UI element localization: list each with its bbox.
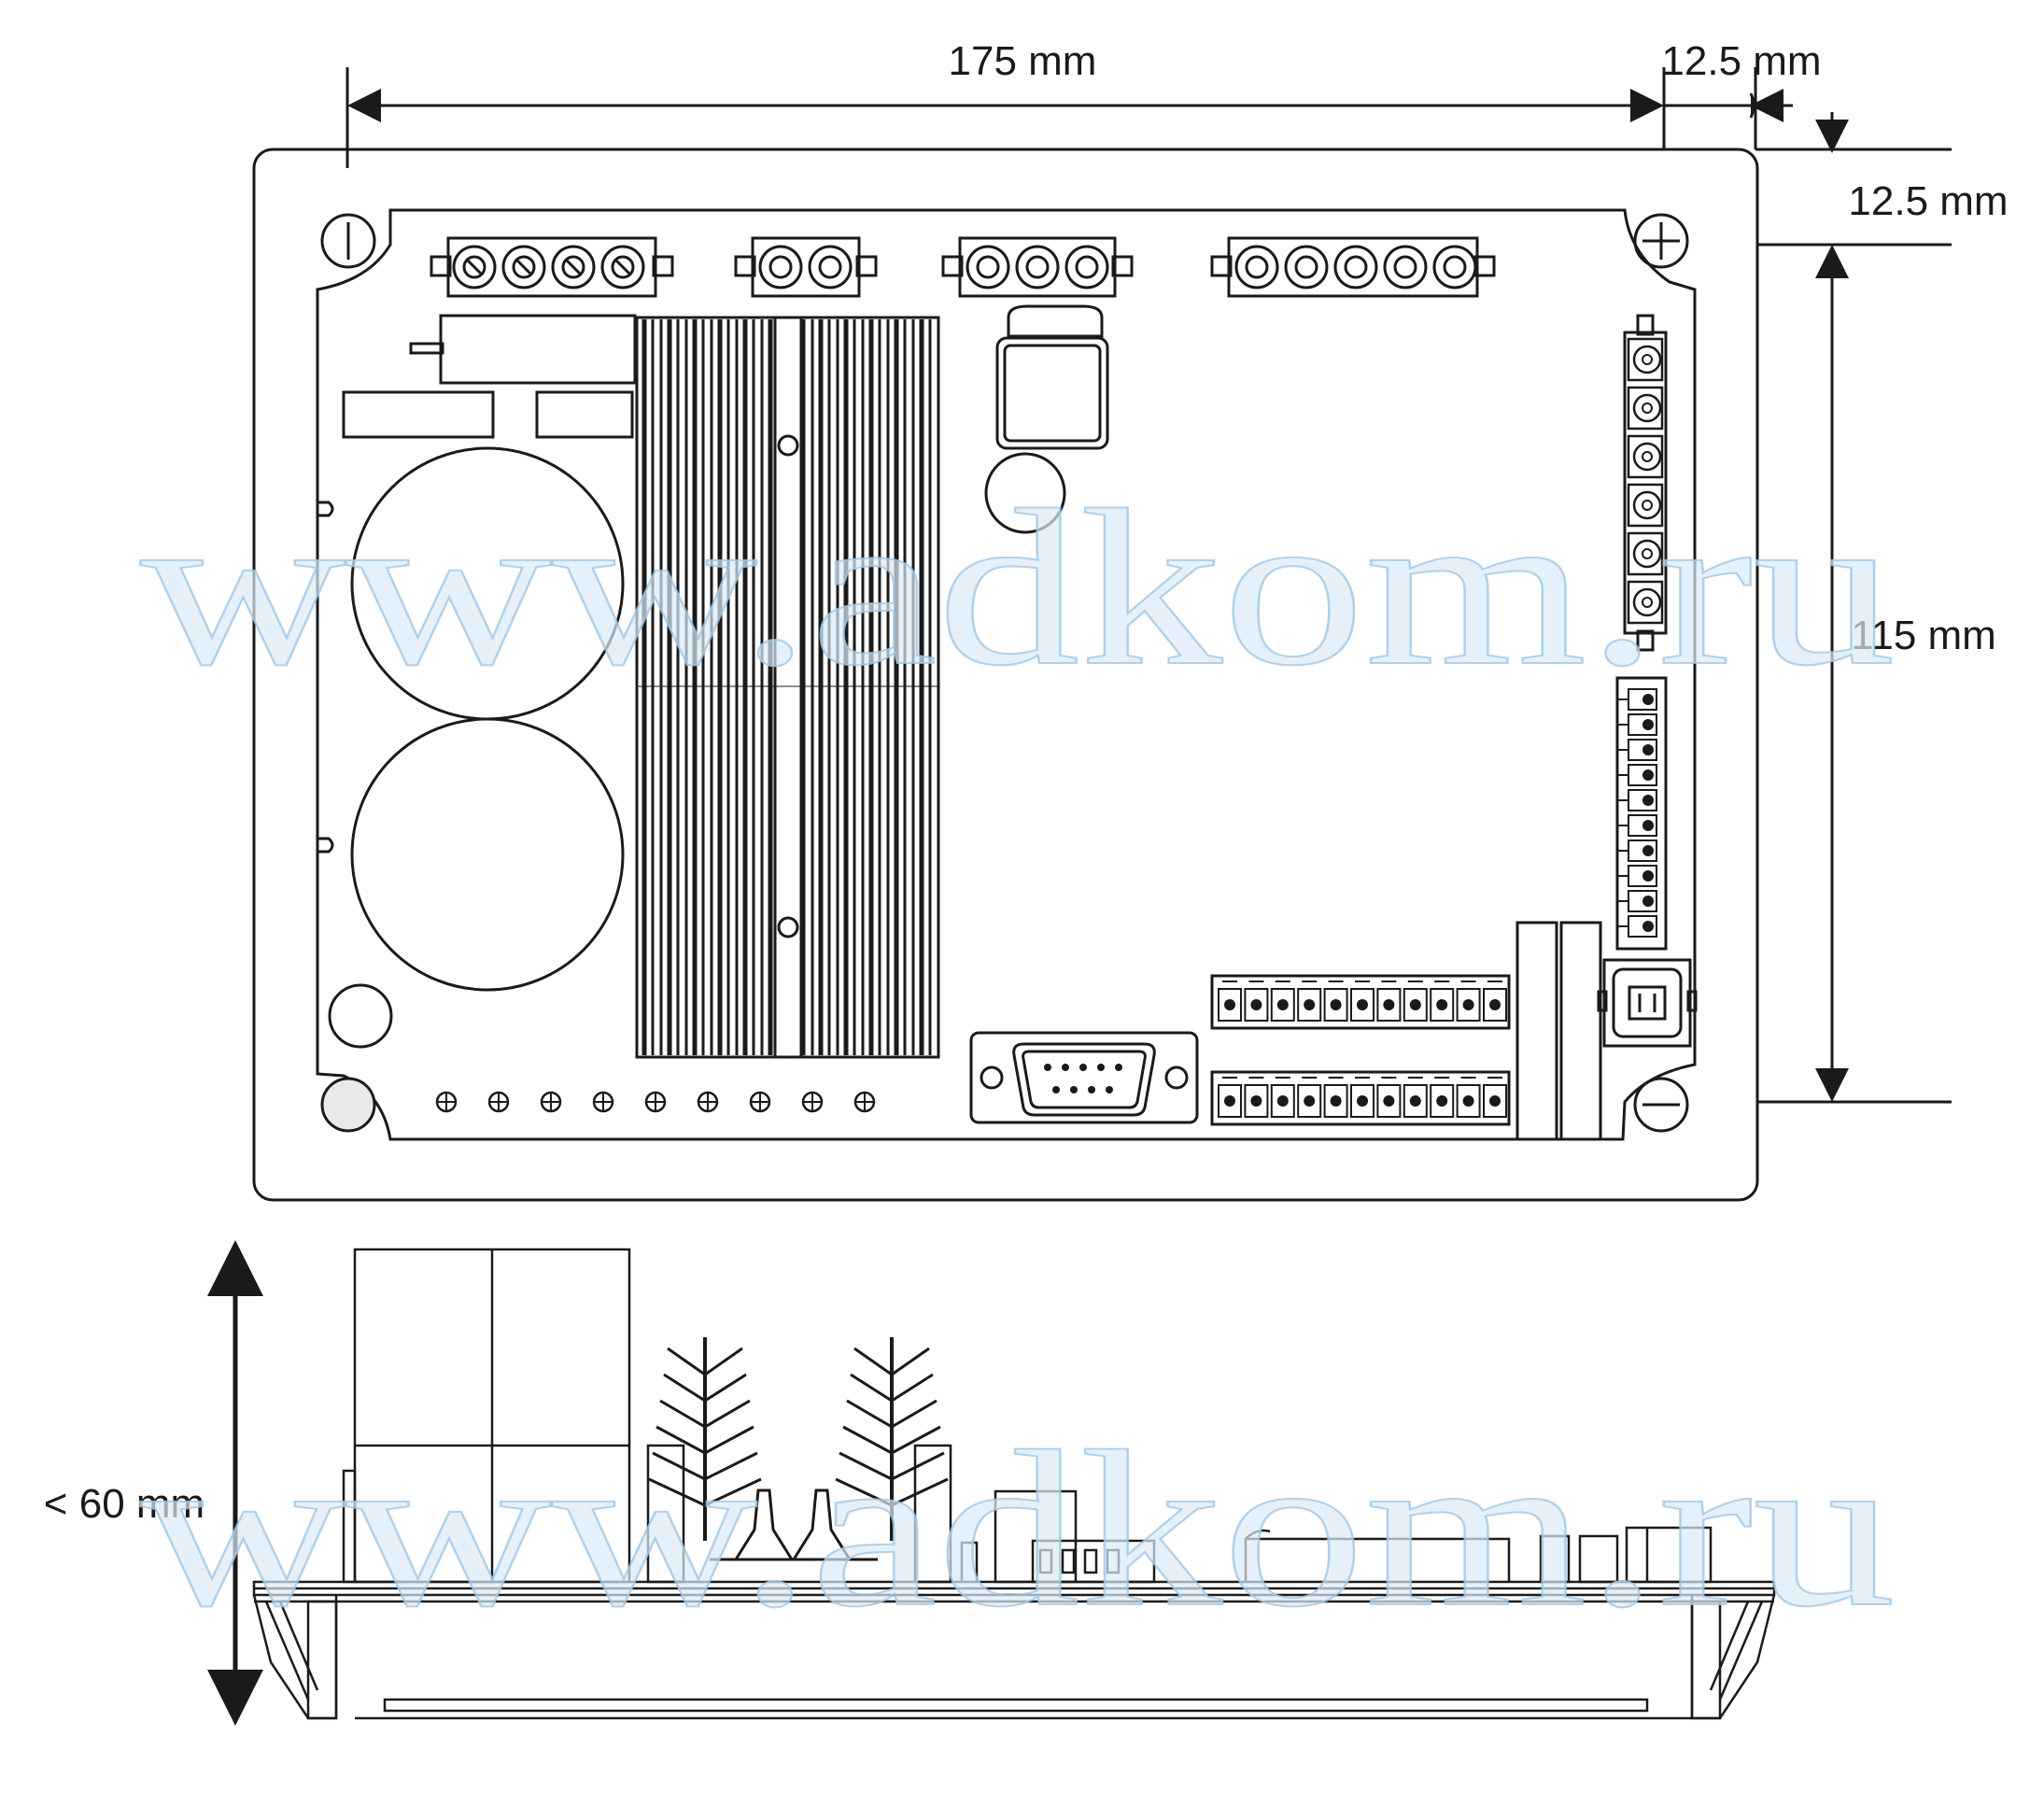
screw-terminal-icon [1234,245,1279,289]
potentiometer [984,304,1109,534]
screw-terminal-icon [808,245,853,289]
connector-3pin [941,236,1134,298]
connector-2pin [734,236,878,298]
outer-plate [252,148,1759,1202]
connector-vertical-6pin [1623,314,1668,652]
label-pad-right [535,390,634,439]
connector-5pin [1210,236,1496,298]
screw-terminal-icon [452,245,497,289]
screw-terminal-icon [758,245,803,289]
mounting-hole-icon [320,1077,376,1133]
dim-label-right-offset: 12.5 mm [1848,178,2008,224]
dim-label-depth: < 60 mm [44,1481,204,1527]
dimension-lines [207,67,1952,1726]
capacitor-icon [328,983,393,1049]
usb-connector-icon [1597,958,1698,1048]
dim-label-top-offset: 12.5 mm [1661,38,1821,84]
heatsink-icon [635,316,940,1059]
fuse-holder [439,314,637,385]
terminal-block-10pin [1615,676,1668,951]
screw-terminal-icon [1284,245,1329,289]
ground-symbol-icon [1633,213,1689,269]
dim-label-width: 175 mm [949,38,1097,84]
screw-terminal-icon [1333,245,1378,289]
screw-terminal-icon [501,245,546,289]
db9-serial-port [969,1031,1199,1124]
screw-terminal-icon [966,245,1010,289]
terminal-row-upper [1210,974,1511,1030]
screw-terminal-icon [600,245,645,289]
mounting-hole-icon [1633,1077,1689,1133]
mounting-hole-icon [320,213,376,269]
board-top-view [252,148,1759,1202]
watermark-top: www.adkom.ru [140,463,1896,712]
screw-terminal-icon [1383,245,1428,289]
test-points [435,1091,876,1113]
board-side-view [252,1248,1776,1720]
relay [1559,921,1602,1141]
label-pad-left [342,390,495,439]
connector-4pin [430,236,674,298]
relay [1515,921,1558,1141]
capacitor-icon [350,717,625,992]
screw-terminal-icon [1432,245,1477,289]
watermark-bottom: www.adkom.ru [140,1404,1896,1653]
dim-label-height: 115 mm [1851,613,1996,658]
screw-terminal-icon [551,245,596,289]
terminal-row-lower [1210,1070,1511,1126]
screw-terminal-icon [1064,245,1109,289]
screw-terminal-icon [1015,245,1060,289]
